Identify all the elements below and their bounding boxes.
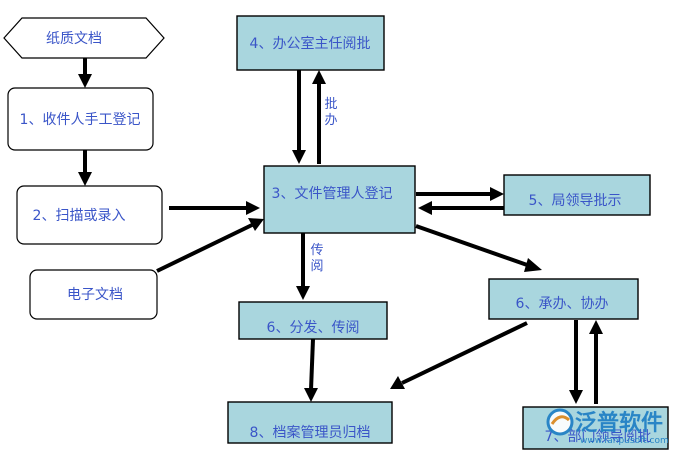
- arrow-paper-to-step1: [78, 58, 92, 88]
- node-step8: 8、档案管理员归档: [227, 401, 393, 444]
- arrow-step2-to-step3: [169, 201, 260, 215]
- node-step4-label: 4、办公室主任阅批: [250, 35, 371, 52]
- node-step7-label: 7、部门领导阅批: [545, 429, 652, 445]
- arrow-step3-to-step6: [296, 233, 310, 300]
- node-step6b: 6、承办、协办: [488, 278, 639, 320]
- node-paper-doc-label: 纸质文档: [46, 31, 102, 47]
- watermark-logo: 泛普软件 www.fanpusoft.com: [546, 408, 669, 446]
- arrow-step3-to-step4: [312, 70, 326, 164]
- node-step7: 7、部门领导阅批: [522, 406, 669, 450]
- node-paper-doc: 纸质文档: [3, 17, 165, 59]
- node-e-doc-label: 电子文档: [67, 287, 123, 303]
- edge-label-chuan: 传: [310, 243, 323, 258]
- logo-mark-icon: [546, 408, 574, 436]
- node-step3-label: 3、文件管理人登记: [272, 186, 393, 202]
- edge-label-chuanyue: 传 阅: [310, 243, 323, 274]
- node-step4: 4、办公室主任阅批: [236, 15, 385, 71]
- node-step2: 2、扫描或录入: [16, 185, 163, 245]
- node-step1-label: 1、收件人手工登记: [20, 112, 141, 128]
- edge-label-yue: 阅: [310, 259, 323, 274]
- edge-label-pi: 批: [324, 97, 337, 112]
- arrow-step4-to-step3: [292, 70, 306, 164]
- watermark-url: www.fanpusoft.com: [580, 436, 669, 446]
- node-step6: 6、分发、传阅: [238, 301, 388, 340]
- node-step3: 3、文件管理人登记: [263, 165, 416, 234]
- node-step2-label: 2、扫描或录入: [33, 208, 126, 224]
- node-step1: 1、收件人手工登记: [7, 87, 154, 151]
- node-step8-label: 8、档案管理员归档: [250, 424, 371, 441]
- arrow-step5-to-step3: [418, 201, 504, 215]
- node-step6-label: 6、分发、传阅: [267, 320, 360, 336]
- node-step6b-label: 6、承办、协办: [516, 296, 609, 312]
- arrow-edoc-to-step3: [156, 218, 264, 273]
- arrow-step3-to-step5: [416, 187, 504, 201]
- arrow-step3-to-step6b: [415, 224, 542, 272]
- node-e-doc: 电子文档: [29, 269, 158, 320]
- arrow-step6b-to-step8: [390, 321, 528, 389]
- arrow-step6-to-step8: [304, 338, 318, 402]
- edge-label-ban: 办: [324, 113, 337, 128]
- node-step5: 5、局领导批示: [503, 174, 651, 216]
- arrow-step6b-to-step7: [569, 320, 583, 404]
- arrow-step1-to-step2: [78, 150, 92, 186]
- edge-label-piban: 批 办: [324, 97, 337, 128]
- node-step5-label: 5、局领导批示: [529, 193, 622, 209]
- arrow-step7-to-step6b: [589, 320, 603, 404]
- watermark-brand: 泛普软件: [575, 410, 663, 436]
